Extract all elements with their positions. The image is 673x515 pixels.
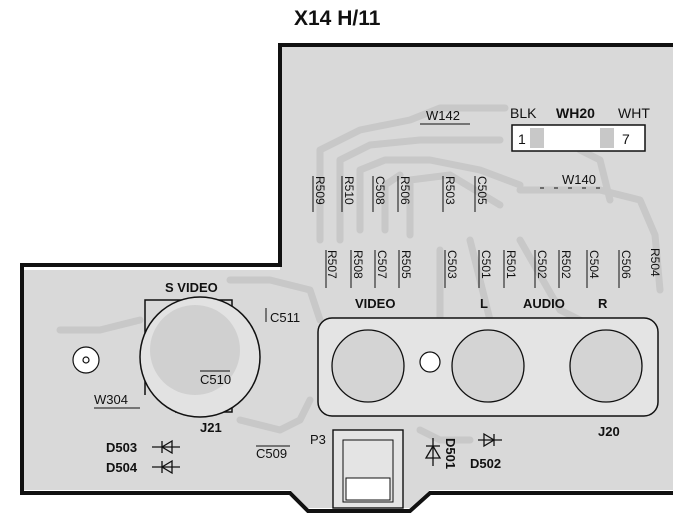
label-r510: R510 [342,176,356,205]
label-c502: C502 [535,250,549,279]
label-r509: R509 [313,176,327,205]
diode-d503-symbol [152,439,180,455]
connector-pin1-pad [530,128,544,148]
label-c508: C508 [373,176,387,205]
svideo-jack-inner [150,305,240,395]
mounting-hole-center [82,356,90,364]
jumper-w142-label: W142 [426,108,460,123]
label-r505: R505 [399,250,413,279]
label-c505: C505 [475,176,489,205]
diode-d504-label: D504 [106,460,138,475]
label-c507: C507 [375,250,389,279]
diode-d501-label: D501 [443,438,458,469]
connector-name-label: WH20 [556,105,595,121]
jack-left-body [451,329,525,403]
label-c501: C501 [479,250,493,279]
label-r507: R507 [325,250,339,279]
label-r501: R501 [504,250,518,279]
board-outline [20,43,673,513]
label-r504: R504 [648,248,662,277]
wire-blk-label: BLK [510,105,537,121]
jack-video-body [331,329,405,403]
upper-component-labels: R509 R510 C508 R506 R503 C505 [313,176,489,205]
upper-component-bars [312,176,476,212]
wire-wht-label: WHT [618,105,650,121]
jack-audio-label: AUDIO [523,296,565,311]
jack-video-label: VIDEO [355,296,395,311]
label-c504: C504 [587,250,601,279]
connector-pin7-label: 7 [622,131,630,147]
label-r503: R503 [443,176,457,205]
connector-pin1-label: 1 [518,131,526,147]
jack-right-body [569,329,643,403]
jack-center-via [419,351,441,373]
svideo-label: S VIDEO [165,280,218,295]
p3-inner [342,439,394,503]
label-r502: R502 [559,250,573,279]
cap-c509-label: C509 [256,446,287,461]
cap-c511-label: C511 [270,310,300,325]
svideo-cap-label: C510 [200,372,231,387]
jack-right-label: R [598,296,608,311]
diode-d502-label: D502 [470,456,501,471]
label-c506: C506 [619,250,633,279]
diode-d502-symbol [478,432,502,448]
label-c503: C503 [445,250,459,279]
svideo-connector-label: J21 [200,420,222,435]
diagram-title: X14 H/11 [294,7,381,30]
diode-d504-symbol [152,459,180,475]
label-r508: R508 [351,250,365,279]
label-r506: R506 [398,176,412,205]
jack-left-label: L [480,296,488,311]
av-connector-label: J20 [598,424,620,439]
middle-component-bars [325,250,620,288]
jumper-w304-label: W304 [94,392,128,407]
p3-label: P3 [310,432,326,447]
diode-d501-symbol [424,438,442,466]
middle-component-labels: R507 R508 C507 R505 C503 C501 R501 C502 … [325,248,662,279]
connector-pin7-pad [600,128,614,148]
jumper-w140-label: W140 [562,172,596,187]
p3-latch [345,477,391,501]
diode-d503-label: D503 [106,440,137,455]
